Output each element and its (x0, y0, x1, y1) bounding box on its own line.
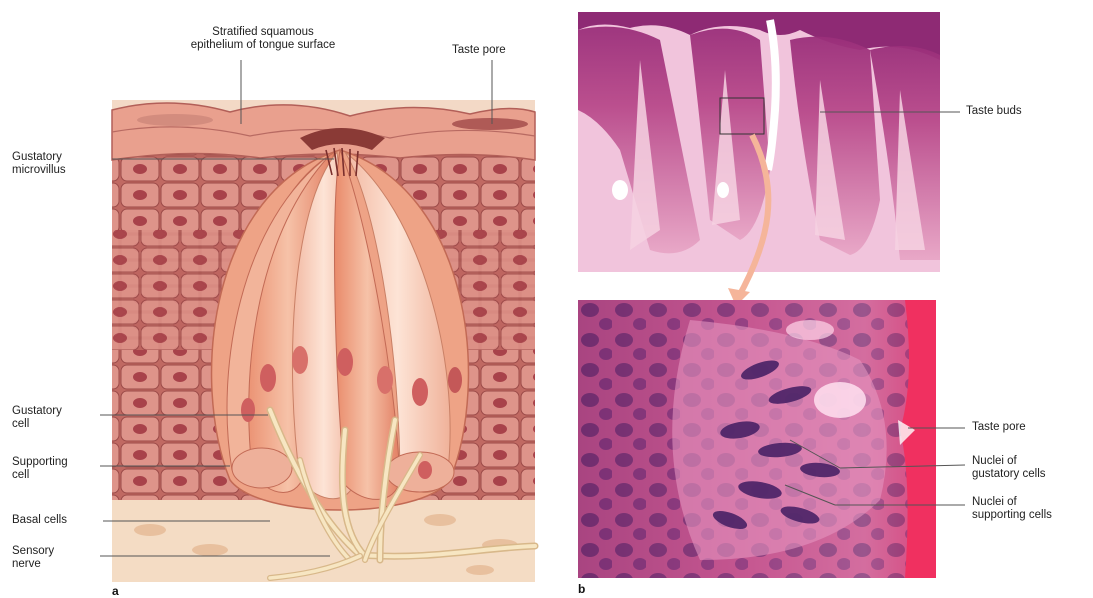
label-epithelium-line1: Stratified squamous (168, 26, 358, 39)
label-gustatory-cell: Gustatory cell (12, 405, 62, 431)
label-nuclei-supporting: Nuclei of supporting cells (972, 496, 1052, 522)
label-nuclei-gustatory-line2: gustatory cells (972, 468, 1046, 481)
panel-b-micrographs (578, 12, 965, 578)
label-sensory-nerve-line2: nerve (12, 558, 54, 571)
label-epithelium: Stratified squamous epithelium of tongue… (168, 26, 358, 52)
label-taste-buds: Taste buds (966, 105, 1022, 118)
label-epithelium-line2: epithelium of tongue surface (168, 39, 358, 52)
label-nuclei-gustatory-line1: Nuclei of (972, 455, 1046, 468)
label-nuclei-gustatory: Nuclei of gustatory cells (972, 455, 1046, 481)
label-microvillus-line2: microvillus (12, 164, 66, 177)
label-gustatory-cell-line2: cell (12, 418, 62, 431)
label-nuclei-supporting-line1: Nuclei of (972, 496, 1052, 509)
label-supporting-cell-line2: cell (12, 469, 68, 482)
label-basal-cells: Basal cells (12, 514, 67, 527)
panel-a-illustration (100, 60, 535, 582)
panel-b-tag: b (578, 582, 585, 596)
label-sensory-nerve-line1: Sensory (12, 545, 54, 558)
label-sensory-nerve: Sensory nerve (12, 545, 54, 571)
label-taste-pore-a: Taste pore (452, 44, 506, 57)
label-nuclei-supporting-line2: supporting cells (972, 509, 1052, 522)
label-taste-pore-b: Taste pore (972, 421, 1026, 434)
label-microvillus-line1: Gustatory (12, 151, 66, 164)
label-supporting-cell-line1: Supporting (12, 456, 68, 469)
panel-a-tag: a (112, 584, 119, 598)
label-gustatory-microvillus: Gustatory microvillus (12, 151, 66, 177)
label-gustatory-cell-line1: Gustatory (12, 405, 62, 418)
label-supporting-cell: Supporting cell (12, 456, 68, 482)
